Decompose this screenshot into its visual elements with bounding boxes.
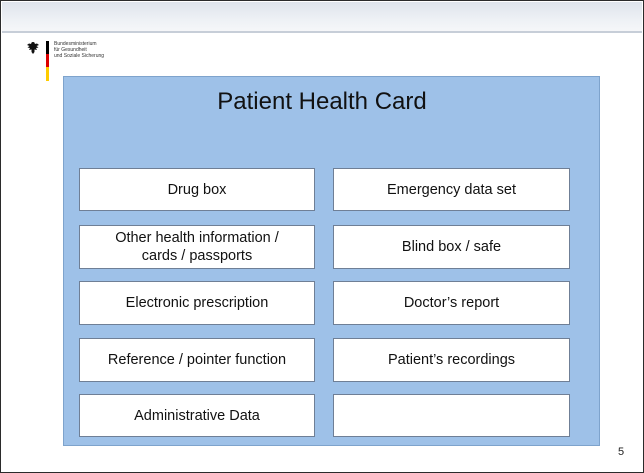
empty-box[interactable] [333, 394, 570, 437]
electronic-prescription-label: Electronic prescription [125, 295, 269, 311]
administrative-data-box[interactable]: Administrative Data [79, 394, 315, 437]
blind-box-safe-label: Blind box / safe [401, 239, 502, 255]
reference-pointer-function-label: Reference / pointer function [107, 352, 287, 368]
drug-box-label: Drug box [167, 181, 227, 198]
ministry-name: Bundesministerium für Gesundheit und Soz… [54, 41, 104, 59]
doctors-report-box[interactable]: Doctor’s report [333, 281, 570, 325]
patients-recordings-label: Patient’s recordings [387, 352, 516, 368]
ministry-logo: Bundesministerium für Gesundheit und Soz… [20, 41, 130, 81]
other-health-information-line-1: Other health information / [115, 230, 279, 246]
federal-eagle-icon [27, 42, 39, 54]
ministry-name-line-3: und Soziale Sicherung [54, 53, 105, 59]
header-rule [2, 31, 642, 33]
other-health-information-label: Other health information / cards / passp… [115, 229, 279, 265]
page-number: 5 [618, 446, 625, 458]
patients-recordings-box[interactable]: Patient’s recordings [333, 338, 570, 382]
drug-box[interactable]: Drug box [79, 168, 315, 211]
administrative-data-label: Administrative Data [134, 407, 260, 424]
emergency-data-set-label: Emergency data set [387, 181, 516, 198]
reference-pointer-function-box[interactable]: Reference / pointer function [79, 338, 315, 382]
ministry-name-line-2: für Gesundheit [54, 47, 87, 53]
electronic-prescription-box[interactable]: Electronic prescription [79, 281, 315, 325]
header-band [2, 2, 642, 32]
ministry-name-line-1: Bundesministerium [54, 41, 97, 47]
flag-bar [46, 41, 49, 81]
other-health-information-box[interactable]: Other health information / cards / passp… [79, 225, 315, 269]
other-health-information-line-2: cards / passports [141, 248, 253, 264]
blind-box-safe-box[interactable]: Blind box / safe [333, 225, 570, 269]
emergency-data-set-box[interactable]: Emergency data set [333, 168, 570, 211]
doctors-report-label: Doctor’s report [403, 295, 500, 311]
panel-title: Patient Health Card [217, 88, 427, 115]
